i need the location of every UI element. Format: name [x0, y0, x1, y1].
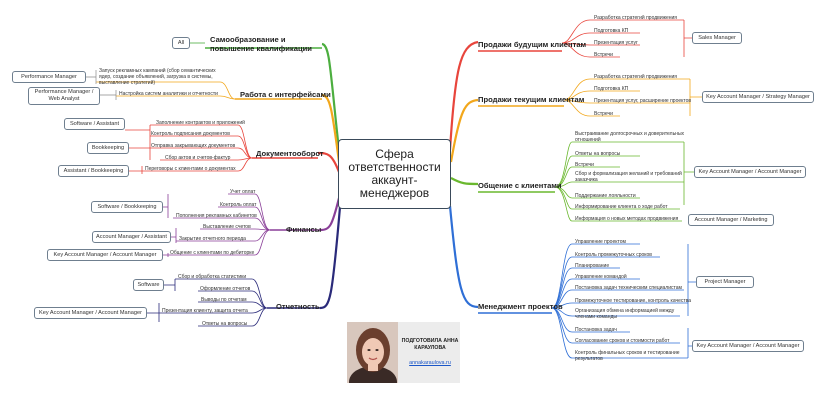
topic-reporting[interactable]: Отчетность — [276, 302, 320, 311]
current-item-1: Разработка стратегий продвижения — [594, 74, 678, 80]
docs-item-4: Сбор актов и счетов-фактур — [165, 155, 231, 161]
docs-item-3: Отправка закрывающих документов — [151, 143, 236, 149]
future-item-3: Презентация услуг — [594, 40, 638, 46]
role-performance-web-analyst: Performance Manager / Web Analyst — [28, 87, 100, 105]
pm-item-3: Планирование — [575, 263, 610, 269]
central-topic-label: Сфера ответственности аккаунт-менеджеров — [348, 147, 441, 200]
finance-item-6: Общение с клиентами по дебиторке — [170, 250, 255, 256]
pm-item-7: Организация обмена информацией между чле… — [575, 308, 675, 320]
author-website-link[interactable]: annakaraulova.ru — [409, 360, 451, 366]
role-kam-am-3: Key Account Manager / Account Manager — [47, 249, 163, 261]
role-am-assistant: Account Manager / Assistant — [92, 231, 171, 243]
branch-finance — [319, 197, 341, 232]
role-kam-am-2: Key Account Manager / Account Manager — [692, 340, 804, 352]
comm-item-2: Ответы на вопросы — [575, 151, 621, 157]
comm-item-1: Выстраивание долгосрочных и доверительны… — [575, 131, 685, 143]
pm-item-9: Согласование сроков и стоимости работ — [575, 338, 670, 344]
finance-item-4: Выставление счетов — [203, 224, 251, 230]
role-software: Software — [133, 279, 164, 291]
role-software-assistant: Software / Assistant — [64, 118, 125, 130]
docs-item-2: Контроль подписания документов — [151, 131, 230, 137]
branch-documents — [317, 151, 341, 173]
role-kam-am-4: Key Account Manager / Account Manager — [34, 307, 147, 319]
role-software-bookkeeping: Software / Bookkeeping — [91, 201, 163, 213]
report-item-2: Оформление отчетов — [200, 286, 251, 292]
branch-current-clients — [449, 98, 479, 163]
topic-finance[interactable]: Финансы — [286, 225, 322, 234]
current-item-2: Подготовка КП — [594, 86, 629, 92]
branch-reporting — [319, 206, 342, 310]
pm-item-6: Промежуточное тестирование, контроль кач… — [575, 298, 692, 304]
role-bookkeeping: Bookkeeping — [87, 142, 129, 154]
pm-item-8: Постановка задач — [575, 327, 617, 333]
report-item-1: Сбор и обработка статистики — [178, 274, 247, 280]
docs-item-1: Заполнение контрактов и приложений — [156, 120, 245, 126]
current-item-4: Встречи — [594, 111, 613, 117]
author-photo — [347, 322, 398, 383]
pm-item-4: Управление командой — [575, 274, 627, 280]
pm-item-10: Контроль финальных сроков и тестирование… — [575, 350, 680, 362]
topic-current-clients[interactable]: Продажи текущим клиентам — [478, 95, 585, 104]
future-item-1: Разработка стратегий продвижения — [594, 15, 678, 21]
comm-item-7: Информация о новых методах продвижения — [575, 216, 679, 222]
comm-item-4: Сбор и формализация желаний и требований… — [575, 171, 682, 183]
report-item-3: Выводы по отчетам — [201, 297, 247, 303]
author-badge: ПОДГОТОВИЛА АННА КАРАУЛОВА annakaraulova… — [347, 322, 460, 383]
role-am-marketing: Account Manager / Marketing — [688, 214, 774, 226]
role-performance-manager: Performance Manager — [12, 71, 86, 83]
branch-future-clients — [448, 40, 479, 151]
role-assistant-bookkeeping: Assistant / Bookkeeping — [58, 165, 129, 177]
pm-item-1: Управление проектом — [575, 239, 626, 245]
pm-item-5: Постановка задач техническим специалиста… — [575, 285, 682, 291]
finance-item-3: Пополнения рекламных кабинетов — [176, 213, 257, 219]
branch-interfaces — [321, 93, 341, 163]
interfaces-item-1: Запуск рекламных кампаний (сбор семантич… — [99, 68, 216, 86]
topic-self-education[interactable]: Самообразование и повышение квалификации — [210, 35, 312, 53]
pm-item-2: Контроль промежуточных сроков — [575, 252, 652, 258]
role-project-manager: Project Manager — [696, 276, 754, 288]
author-caption: ПОДГОТОВИЛА АННА КАРАУЛОВА — [401, 338, 459, 351]
future-item-2: Подготовка КП — [594, 28, 629, 34]
topic-interfaces[interactable]: Работа с интерфейсами — [240, 90, 331, 99]
finance-item-2: Контроль оплат — [220, 202, 257, 208]
report-item-4: Презентация клиенту, защита отчета — [162, 308, 248, 314]
topic-future-clients[interactable]: Продажи будущим клиентам — [478, 40, 587, 49]
branch-self-education — [321, 42, 341, 151]
comm-item-6: Информирование клиента о ходе работ — [575, 204, 668, 210]
docs-item-5: Переговоры с клиентами о документах — [145, 166, 236, 172]
report-item-5: Ответы на вопросы — [202, 321, 248, 327]
finance-item-5: Закрытие отчетного периода — [179, 236, 246, 242]
finance-item-1: Учет оплат — [230, 189, 256, 195]
topic-communication[interactable]: Общение с клиентами — [478, 181, 562, 190]
role-sales-manager: Sales Manager — [692, 32, 742, 44]
future-item-4: Встречи — [594, 52, 613, 58]
comm-item-3: Встречи — [575, 162, 594, 168]
role-kam-strategy: Key Account Manager / Strategy Manager — [702, 91, 814, 103]
comm-item-5: Поддержание лояльности — [575, 193, 636, 199]
branch-communication — [450, 177, 479, 186]
topic-project-mgmt[interactable]: Менеджмент проектов — [478, 302, 563, 311]
interfaces-item-2: Настройка систем аналитики и отчетности — [119, 91, 218, 97]
current-item-3: Презентация услуг, расширение проектов — [594, 98, 692, 104]
topic-documents[interactable]: Документооборот — [256, 149, 324, 158]
branch-project-mgmt — [448, 205, 479, 309]
role-kam-am: Key Account Manager / Account Manager — [694, 166, 806, 178]
central-topic[interactable]: Сфера ответственности аккаунт-менеджеров — [338, 139, 451, 209]
role-all: All — [172, 37, 190, 49]
